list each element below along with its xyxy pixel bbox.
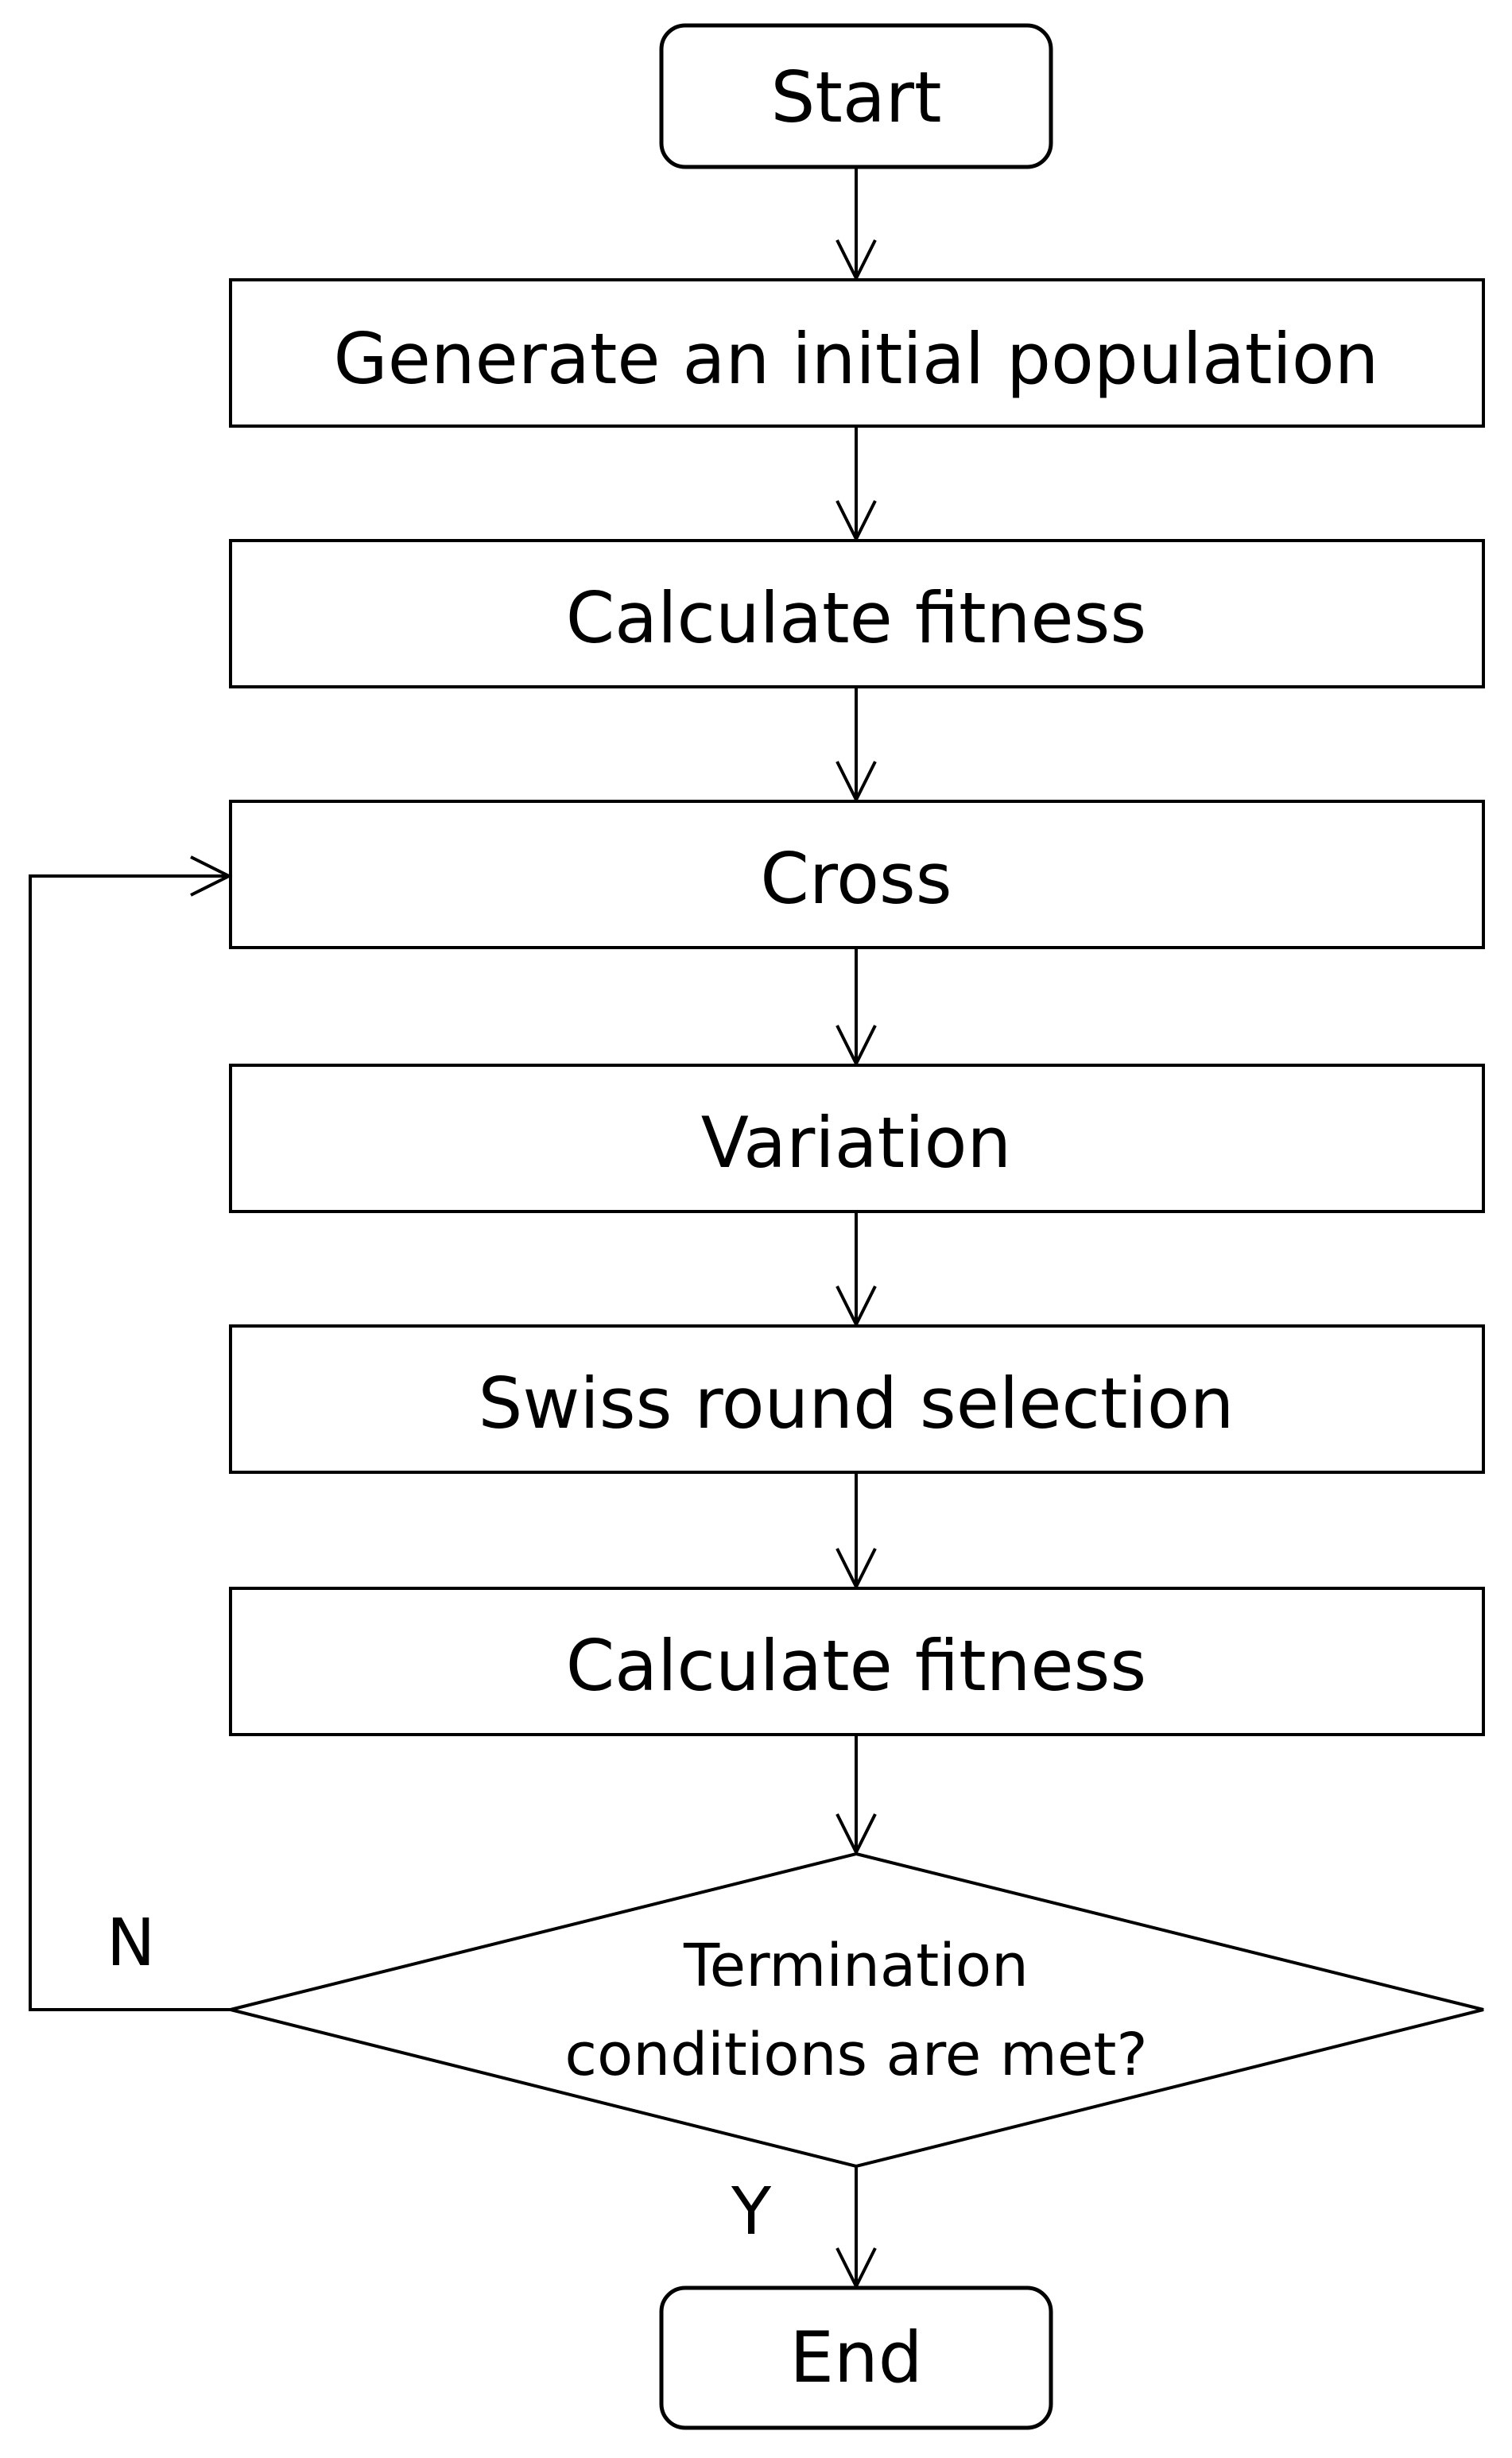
connector-no-loop <box>29 874 231 2011</box>
swiss-round-selection-box <box>229 1324 1485 1474</box>
branch-label-no: N <box>107 1906 155 1981</box>
calculate-fitness-label-2: Calculate fitness <box>566 1625 1147 1707</box>
termination-decision-diamond <box>230 1851 1484 2169</box>
generate-population-box <box>229 278 1485 428</box>
variation-label: Variation <box>701 1102 1011 1184</box>
swiss-round-selection-label: Swiss round selection <box>479 1363 1235 1444</box>
branch-label-yes: Y <box>731 2174 772 2250</box>
decision-label-line1: Termination <box>683 1932 1029 2000</box>
generate-population-label: Generate an initial population <box>334 318 1379 400</box>
decision-label-line2: conditions are met? <box>564 2021 1147 2089</box>
variation-box <box>229 1064 1485 1213</box>
calculate-fitness-box-1 <box>229 539 1485 688</box>
cross-label: Cross <box>760 838 952 920</box>
arrow-head-loop-cross <box>190 855 233 897</box>
calculate-fitness-label-1: Calculate fitness <box>566 577 1147 659</box>
start-label: Start <box>771 56 942 138</box>
end-label: End <box>789 2316 922 2398</box>
end-terminal <box>659 2285 1053 2430</box>
